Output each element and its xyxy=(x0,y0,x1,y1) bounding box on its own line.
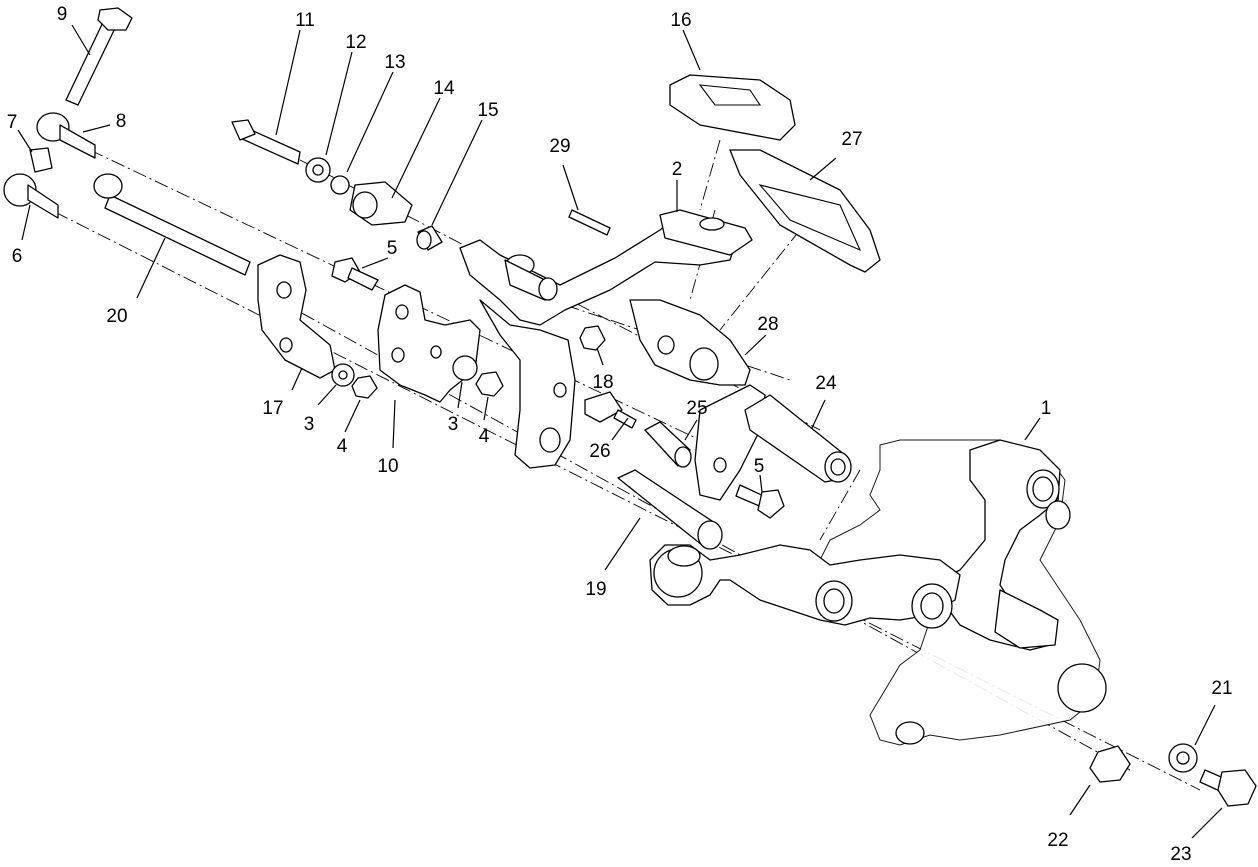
part-washer-21-hole xyxy=(1176,751,1190,765)
part-bolt-11 xyxy=(231,119,301,165)
callout-5a: 5 xyxy=(387,238,398,259)
part-nut-22 xyxy=(1089,745,1131,783)
callout-11: 11 xyxy=(295,10,315,31)
part-bolt-9 xyxy=(65,7,133,106)
callout-14: 14 xyxy=(433,78,455,99)
callout-19: 19 xyxy=(585,579,606,600)
callout-3a: 3 xyxy=(304,414,315,435)
callout-28: 28 xyxy=(757,314,778,335)
callout-13: 13 xyxy=(384,52,405,73)
part-long-bolt xyxy=(93,173,251,276)
part-washer-3b xyxy=(452,355,478,381)
part-washer-12-hole xyxy=(312,164,324,176)
part-pedal-cover xyxy=(729,149,881,273)
callout-15: 15 xyxy=(477,100,498,121)
callout-21: 21 xyxy=(1211,678,1232,699)
part-bushing-15 xyxy=(416,225,443,251)
part-pedal-pad xyxy=(669,74,796,141)
callout-9: 9 xyxy=(57,4,68,25)
part-pedal-arm xyxy=(459,209,753,469)
callout-25: 25 xyxy=(686,398,707,419)
callout-5b: 5 xyxy=(754,456,765,477)
callout-4b: 4 xyxy=(479,426,490,447)
callout-7: 7 xyxy=(7,112,18,133)
part-pivot-lever xyxy=(629,299,751,386)
part-sleeve-plate xyxy=(694,384,852,501)
callout-2: 2 xyxy=(672,159,683,180)
callout-8: 8 xyxy=(116,111,127,132)
part-nut-4a xyxy=(351,375,378,399)
callout-labels: 1 2 3 3 4 4 5 5 6 7 8 9 10 11 12 13 14 1… xyxy=(7,4,1233,865)
part-bolt-5-upper xyxy=(331,257,379,291)
part-main-bracket xyxy=(819,439,1107,746)
callout-12: 12 xyxy=(345,32,366,53)
part-lower-lever xyxy=(649,544,961,629)
callout-6: 6 xyxy=(12,246,23,267)
part-nut-4b xyxy=(475,371,504,397)
callout-17: 17 xyxy=(262,398,283,419)
part-washer-13 xyxy=(330,175,350,195)
part-bracket-plate-17 xyxy=(257,254,336,379)
callout-18: 18 xyxy=(592,372,613,393)
part-pin-29 xyxy=(568,209,611,236)
callout-23: 23 xyxy=(1170,844,1191,865)
callout-26: 26 xyxy=(589,441,610,462)
callout-29: 29 xyxy=(549,136,570,157)
part-tube-19 xyxy=(617,469,723,550)
callout-27: 27 xyxy=(841,129,862,150)
part-spacer-25 xyxy=(644,421,692,468)
part-rod-end xyxy=(349,181,413,226)
callout-4a: 4 xyxy=(337,436,348,457)
part-bolt-5-lower xyxy=(735,484,785,519)
callout-1: 1 xyxy=(1041,398,1052,419)
callout-22: 22 xyxy=(1047,830,1068,851)
part-bolt-23 xyxy=(1199,769,1257,807)
part-washer-3a-hole xyxy=(338,370,348,380)
part-ball-joints xyxy=(3,112,96,219)
leader-lines xyxy=(17,24,1223,839)
part-fitting-26 xyxy=(584,391,637,429)
part-bracket-plate-10 xyxy=(377,284,481,403)
callout-16: 16 xyxy=(670,10,691,31)
callout-24: 24 xyxy=(815,373,837,394)
callout-20: 20 xyxy=(106,306,127,327)
part-nut-18 xyxy=(579,325,606,351)
callout-3b: 3 xyxy=(448,414,459,435)
callout-10: 10 xyxy=(377,456,398,477)
